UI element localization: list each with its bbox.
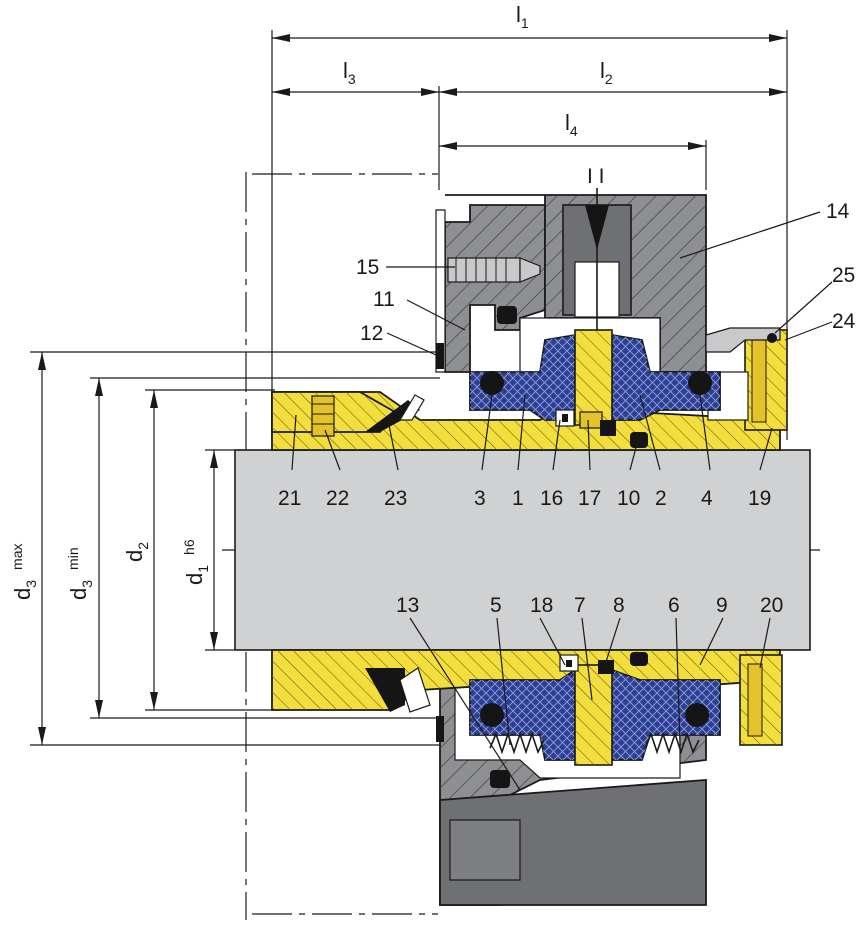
svg-text:d3min: d3min — [65, 547, 95, 600]
part-label-13: 13 — [396, 594, 419, 617]
dim-d3min: d3min — [65, 547, 95, 600]
svg-text:d1h6: d1h6 — [181, 539, 211, 585]
leader-lines — [291, 211, 833, 791]
flow-label: I I — [587, 165, 605, 188]
dim-l1: l1 — [516, 2, 529, 31]
part-label-19: 19 — [748, 487, 771, 510]
part-label-24: 24 — [832, 310, 856, 333]
part-label-17: 17 — [578, 487, 601, 510]
part-label-3: 3 — [474, 487, 486, 510]
part-label-11: 11 — [373, 288, 395, 311]
dim-l2: l2 — [600, 58, 613, 87]
part-label-1: 1 — [512, 487, 524, 510]
dim-d1: d1h6 — [181, 539, 211, 585]
part-label-6: 6 — [668, 594, 680, 617]
part-label-12: 12 — [360, 322, 383, 345]
part-label-4: 4 — [701, 487, 713, 510]
part-label-5: 5 — [490, 594, 502, 617]
part-label-25: 25 — [832, 264, 855, 287]
part-label-16: 16 — [540, 487, 563, 510]
part-label-14: 14 — [826, 200, 850, 223]
part-label-7: 7 — [574, 594, 586, 617]
part-label-21: 21 — [278, 487, 301, 510]
svg-text:d2: d2 — [122, 542, 151, 562]
part-label-15: 15 — [356, 256, 379, 279]
dim-l4: l4 — [565, 110, 578, 139]
dim-d2: d2 — [122, 542, 151, 562]
seal-faces-lower — [469, 652, 721, 766]
shaft — [234, 449, 811, 651]
svg-text:d3max: d3max — [9, 544, 39, 601]
dim-d3max: d3max — [9, 544, 39, 601]
part-label-8: 8 — [613, 594, 625, 617]
sleeve-upper — [271, 327, 788, 451]
part-label-18: 18 — [530, 594, 553, 617]
part-label-20: 20 — [760, 594, 783, 617]
part-label-9: 9 — [716, 594, 728, 617]
part-label-10: 10 — [617, 487, 640, 510]
part-label-22: 22 — [326, 487, 349, 510]
dim-l3: l3 — [343, 58, 356, 87]
part-numbers: 15 11 12 14 25 24 21 22 23 3 1 16 17 10 … — [278, 200, 856, 617]
seal-faces-upper — [469, 329, 721, 448]
part-label-2: 2 — [655, 487, 667, 510]
flush-flow-arrow: I I — [585, 165, 609, 330]
dimension-lines — [30, 34, 787, 746]
dimension-labels: l1 l3 l2 l4 d3max d3min d2 d1h6 — [9, 2, 613, 600]
part-label-23: 23 — [384, 487, 407, 510]
